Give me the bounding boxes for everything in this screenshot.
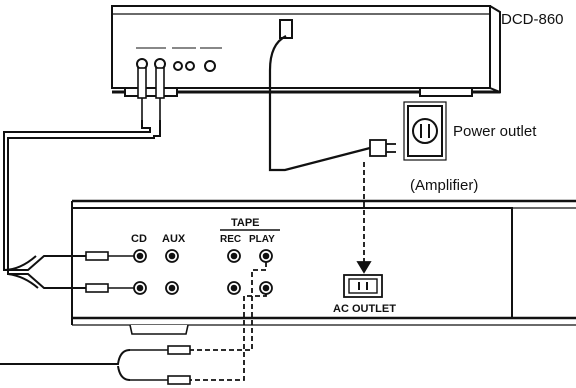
amplifier-ac-outlet	[343, 274, 383, 298]
rec-label: REC	[220, 234, 241, 245]
wall-outlet-socket	[412, 118, 438, 144]
amplifier	[71, 199, 576, 335]
cd-player-foot-right	[419, 87, 473, 97]
cd-audio-cable	[3, 120, 161, 289]
ac-power-link	[356, 162, 372, 274]
cd-remote-jack	[204, 60, 216, 72]
power-plug	[369, 139, 396, 157]
power-cord-grommet	[279, 19, 293, 39]
cd-player-front-edge	[489, 5, 501, 94]
cd-player	[111, 5, 501, 97]
power-cord	[268, 35, 371, 172]
play-label: PLAY	[249, 234, 275, 245]
wall-power-outlet	[403, 101, 447, 161]
aux-label: AUX	[162, 233, 186, 245]
amplifier-jacks	[133, 249, 273, 295]
model-label: DCD-860	[501, 11, 564, 28]
tape-cable-lead	[0, 349, 131, 381]
power-outlet-label: Power outlet	[453, 123, 537, 140]
ac-outlet-label: AC OUTLET	[333, 303, 396, 315]
amplifier-rear-panel	[71, 207, 513, 319]
tape-label: TAPE	[231, 217, 260, 229]
cd-player-foot-left	[124, 87, 178, 97]
cd-input-plugs	[85, 251, 134, 293]
cd-output-plugs	[137, 67, 165, 120]
cd-player-body	[111, 5, 491, 89]
tape-cables	[190, 262, 267, 381]
cd-digital-jack-1	[173, 61, 183, 71]
amplifier-label: (Amplifier)	[410, 177, 478, 194]
cd-digital-jack-2	[185, 61, 195, 71]
tape-cable-plugs	[130, 345, 191, 385]
cd-label: CD	[131, 233, 147, 245]
